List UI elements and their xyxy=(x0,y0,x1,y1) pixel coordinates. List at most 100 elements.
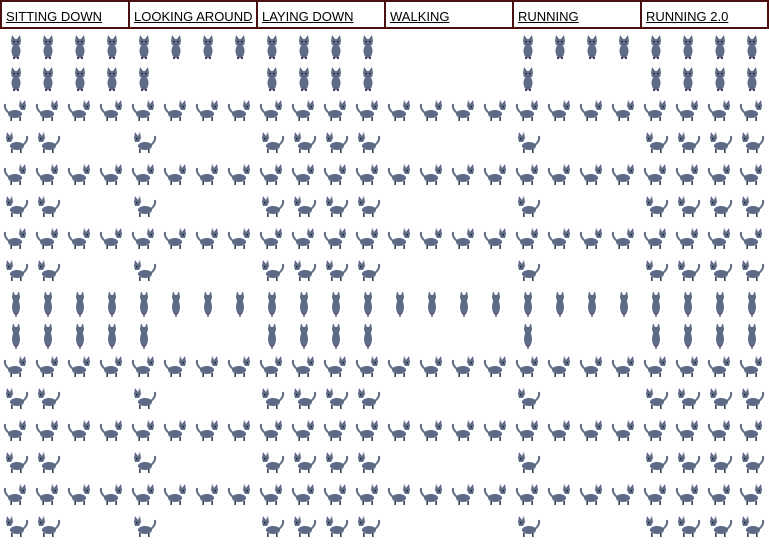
cat-sprite xyxy=(579,100,602,121)
cat-sprite xyxy=(523,35,533,59)
cat-sprite xyxy=(294,196,317,217)
cat-sprite xyxy=(683,67,693,91)
cat-sprite xyxy=(739,420,762,441)
cat-sprite xyxy=(515,484,538,505)
cat-sprite xyxy=(547,356,570,377)
cat-sprite xyxy=(195,228,218,249)
cat-sprite xyxy=(99,420,122,441)
cat-sprite xyxy=(515,228,538,249)
cat-sprite xyxy=(326,132,349,153)
cat-sprite xyxy=(364,323,372,349)
cat-sprite xyxy=(227,420,250,441)
cat-sprite xyxy=(419,100,442,121)
cat-sprite xyxy=(646,196,669,217)
cat-sprite xyxy=(294,516,317,537)
cat-sprite xyxy=(739,100,762,121)
cat-sprite xyxy=(710,452,733,473)
cat-sprite xyxy=(12,323,20,349)
cat-sprite xyxy=(419,164,442,185)
cat-sprite xyxy=(323,356,346,377)
cat-sprite xyxy=(195,420,218,441)
cat-sprite xyxy=(643,100,666,121)
cat-sprite xyxy=(227,164,250,185)
cat-sprite xyxy=(99,228,122,249)
cat-sprite xyxy=(547,228,570,249)
cat-sprite xyxy=(707,228,730,249)
cat-sprite xyxy=(267,67,277,91)
cat-sprite xyxy=(675,356,698,377)
cat-sprite xyxy=(6,388,29,409)
cat-sprite xyxy=(358,260,381,281)
cat-sprite xyxy=(262,196,285,217)
cat-sprite xyxy=(44,291,52,317)
cat-sprite xyxy=(748,323,756,349)
cat-sprite xyxy=(3,420,26,441)
cat-sprite xyxy=(675,484,698,505)
cat-sprite xyxy=(643,164,666,185)
cat-sprite xyxy=(227,356,250,377)
cat-sprite xyxy=(739,228,762,249)
cat-sprite xyxy=(35,420,58,441)
cat-sprite xyxy=(547,164,570,185)
cat-sprite xyxy=(38,260,61,281)
cat-sprite xyxy=(12,291,20,317)
cat-sprite xyxy=(555,35,565,59)
cat-sprite xyxy=(323,484,346,505)
cat-sprite xyxy=(35,356,58,377)
cat-sprite xyxy=(675,100,698,121)
cat-sprite xyxy=(675,164,698,185)
cat-sprite xyxy=(227,484,250,505)
cat-sprite xyxy=(76,291,84,317)
cat-sprite xyxy=(652,323,660,349)
cat-sprite xyxy=(163,420,186,441)
cat-sprite xyxy=(683,35,693,59)
column-header-running-2: RUNNING 2.0 xyxy=(640,0,769,29)
cat-sprite xyxy=(611,420,634,441)
cat-sprite xyxy=(299,35,309,59)
cat-sprite xyxy=(300,291,308,317)
cat-sprite xyxy=(579,356,602,377)
cat-sprite xyxy=(646,388,669,409)
cat-sprite xyxy=(451,484,474,505)
cat-sprite xyxy=(323,420,346,441)
cat-sprite xyxy=(99,484,122,505)
cat-sprite xyxy=(163,356,186,377)
cat-sprite xyxy=(75,35,85,59)
cat-sprite xyxy=(451,100,474,121)
cat-sprite xyxy=(134,388,157,409)
cat-sprite xyxy=(748,291,756,317)
cat-sprite xyxy=(358,132,381,153)
cat-sprite xyxy=(99,100,122,121)
cat-sprite xyxy=(387,228,410,249)
cat-sprite xyxy=(323,228,346,249)
cat-sprite xyxy=(67,164,90,185)
cat-sprite xyxy=(715,67,725,91)
cat-sprite xyxy=(515,100,538,121)
cat-sprite xyxy=(75,67,85,91)
cat-sprite xyxy=(67,420,90,441)
cat-sprite xyxy=(515,420,538,441)
cat-sprite xyxy=(518,132,541,153)
cat-sprite xyxy=(332,291,340,317)
cat-sprite xyxy=(747,67,757,91)
cat-sprite xyxy=(326,196,349,217)
cat-sprite xyxy=(291,420,314,441)
cat-sprite xyxy=(710,196,733,217)
cat-sprite xyxy=(259,228,282,249)
cat-sprite xyxy=(611,164,634,185)
cat-sprite xyxy=(715,35,725,59)
cat-sprite xyxy=(195,356,218,377)
cat-sprite xyxy=(331,67,341,91)
cat-sprite xyxy=(139,35,149,59)
cat-sprite xyxy=(742,516,765,537)
cat-sprite xyxy=(6,260,29,281)
cat-sprite xyxy=(707,164,730,185)
cat-sprite xyxy=(547,484,570,505)
cat-sprite xyxy=(195,164,218,185)
cat-sprite xyxy=(451,356,474,377)
cat-sprite xyxy=(355,484,378,505)
cat-sprite xyxy=(268,323,276,349)
cat-sprite xyxy=(38,132,61,153)
cat-sprite xyxy=(678,452,701,473)
cat-sprite xyxy=(707,356,730,377)
